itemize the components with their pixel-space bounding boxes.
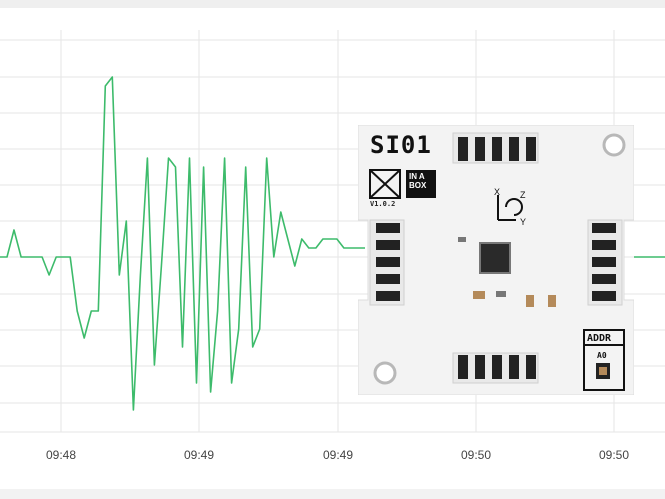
brand-text: IN A BOX (406, 170, 436, 198)
series-line (0, 76, 365, 411)
axis-x-label: X (494, 187, 500, 197)
addr-box (583, 329, 625, 391)
component (526, 295, 534, 307)
component (548, 295, 556, 307)
x-tick-label: 09:50 (599, 448, 629, 462)
component (496, 291, 506, 297)
brand-text-line-1: IN A (409, 172, 425, 181)
brand-text-line-2: BOX (409, 181, 427, 190)
board-version: V1.0.2 (370, 200, 396, 208)
si01-board-photo: X Z Y SI01 V1.0.2 IN A BOX ADDR A0 (358, 125, 634, 395)
board-illustration: X Z Y (358, 125, 634, 395)
axis-symbol-icon (497, 195, 523, 221)
mount-hole-bl (373, 361, 397, 385)
x-tick-label: 09:49 (323, 448, 353, 462)
board-title: SI01 (370, 131, 432, 159)
x-tick-label: 09:48 (46, 448, 76, 462)
top-band (0, 0, 665, 8)
imu-chip (479, 242, 511, 274)
x-axis-ticks: 09:48 09:49 09:49 09:50 09:50 (46, 448, 629, 462)
addr-label: ADDR (587, 333, 612, 344)
component (458, 237, 466, 242)
x-logo-box (369, 169, 401, 199)
x-tick-label: 09:49 (184, 448, 214, 462)
addr-value: A0 (597, 351, 607, 360)
component (473, 291, 485, 299)
bottom-band (0, 489, 665, 499)
series-group (0, 76, 665, 411)
axis-z-label: Z (520, 190, 526, 200)
axis-y-label: Y (520, 217, 526, 227)
mount-hole-tr (602, 133, 626, 157)
x-tick-label: 09:50 (461, 448, 491, 462)
